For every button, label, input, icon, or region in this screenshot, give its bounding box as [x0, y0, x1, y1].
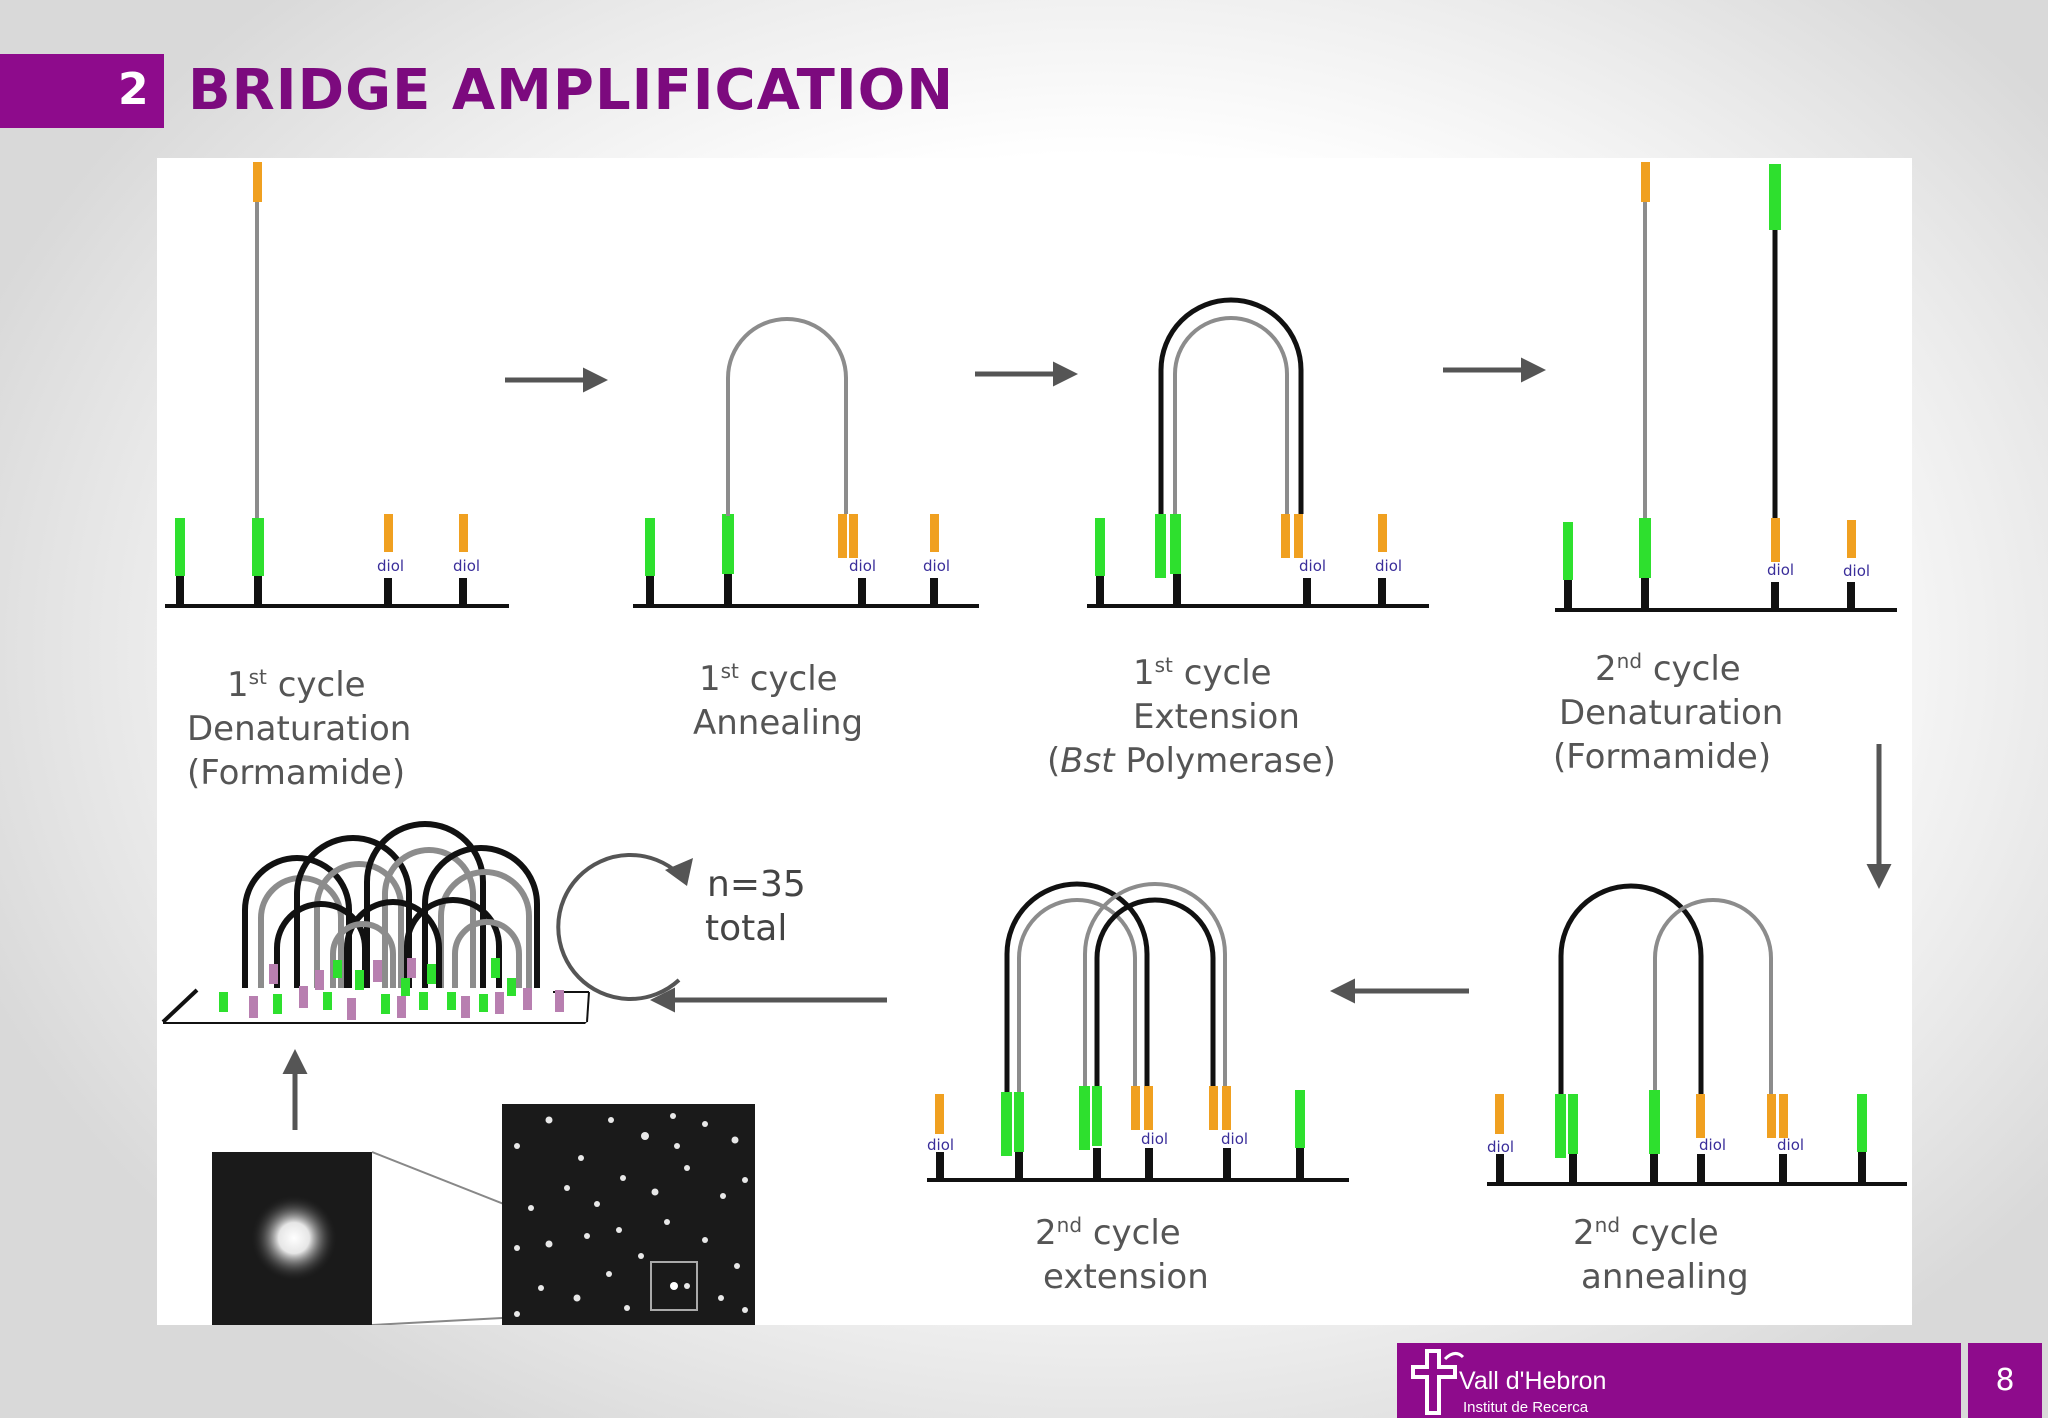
section-number: 2 — [118, 64, 149, 115]
diol-label: diol — [1699, 1136, 1726, 1154]
stage-4-label: 2nd cycle — [1595, 649, 1741, 689]
stage-5-label: 2nd cycle — [1573, 1213, 1719, 1253]
cluster-zoom-image — [212, 1151, 652, 1325]
panel-2nd-denaturation: diol diol — [1555, 162, 1897, 612]
panel-1st-annealing: diol diol — [633, 317, 979, 608]
stage-2-label: 1st cycle — [699, 659, 838, 699]
diol-label: diol — [453, 557, 480, 575]
diol-label: diol — [1487, 1138, 1514, 1156]
panel-2nd-extension: diol diol diol — [927, 881, 1349, 1182]
stage-6-step: extension — [1043, 1257, 1209, 1297]
repeat-cycle-indicator: n=35 total — [556, 853, 806, 1001]
diol-label: diol — [1221, 1130, 1248, 1148]
flowcell-image — [502, 1104, 755, 1325]
bridge-amplification-figure: diol diol diol diol diol diol — [157, 158, 1912, 1325]
cluster-surface — [161, 821, 590, 1024]
cross-logo-icon — [1411, 1349, 1465, 1415]
section-accent-bar — [0, 54, 164, 128]
logo-subtitle: Institut de Recerca — [1463, 1399, 1589, 1416]
diol-label: diol — [1777, 1136, 1804, 1154]
stage-6-label: 2nd cycle — [1035, 1213, 1181, 1253]
panel-1st-denaturation: diol diol — [165, 162, 509, 608]
stage-4-reagent: (Formamide) — [1553, 737, 1771, 777]
diol-label: diol — [927, 1136, 954, 1154]
diol-label: diol — [849, 557, 876, 575]
repeat-count: n=35 — [707, 864, 806, 905]
diol-label: diol — [1375, 557, 1402, 575]
stage-3-label: 1st cycle — [1133, 653, 1272, 693]
stage-5-step: annealing — [1581, 1257, 1749, 1297]
diol-label: diol — [1141, 1130, 1168, 1148]
diol-label: diol — [377, 557, 404, 575]
diol-label: diol — [1767, 561, 1794, 579]
diol-label: diol — [1843, 562, 1870, 580]
diol-label: diol — [923, 557, 950, 575]
stage-3-reagent: (Bst Polymerase) — [1047, 741, 1336, 781]
stage-2-step: Annealing — [693, 703, 863, 743]
bridge-amplification-diagram: diol diol diol diol diol diol — [161, 162, 1907, 1325]
diol-label: diol — [1299, 557, 1326, 575]
slide-title: BRIDGE AMPLIFICATION — [188, 58, 955, 123]
panel-1st-extension: diol diol — [1087, 297, 1429, 608]
stage-1-reagent: (Formamide) — [187, 753, 405, 793]
repeat-total: total — [705, 908, 787, 949]
stage-3-step: Extension — [1133, 697, 1300, 737]
panel-2nd-annealing: diol diol diol — [1487, 883, 1907, 1186]
vall-dhebron-logo: Vall d'Hebron Institut de Recerca — [1397, 1343, 1961, 1418]
page-number: 8 — [1968, 1343, 2042, 1418]
logo-name: Vall d'Hebron — [1459, 1367, 1607, 1395]
stage-1-step: Denaturation — [187, 709, 411, 749]
stage-4-step: Denaturation — [1559, 693, 1783, 733]
stage-1-label: 1st cycle — [227, 665, 366, 705]
